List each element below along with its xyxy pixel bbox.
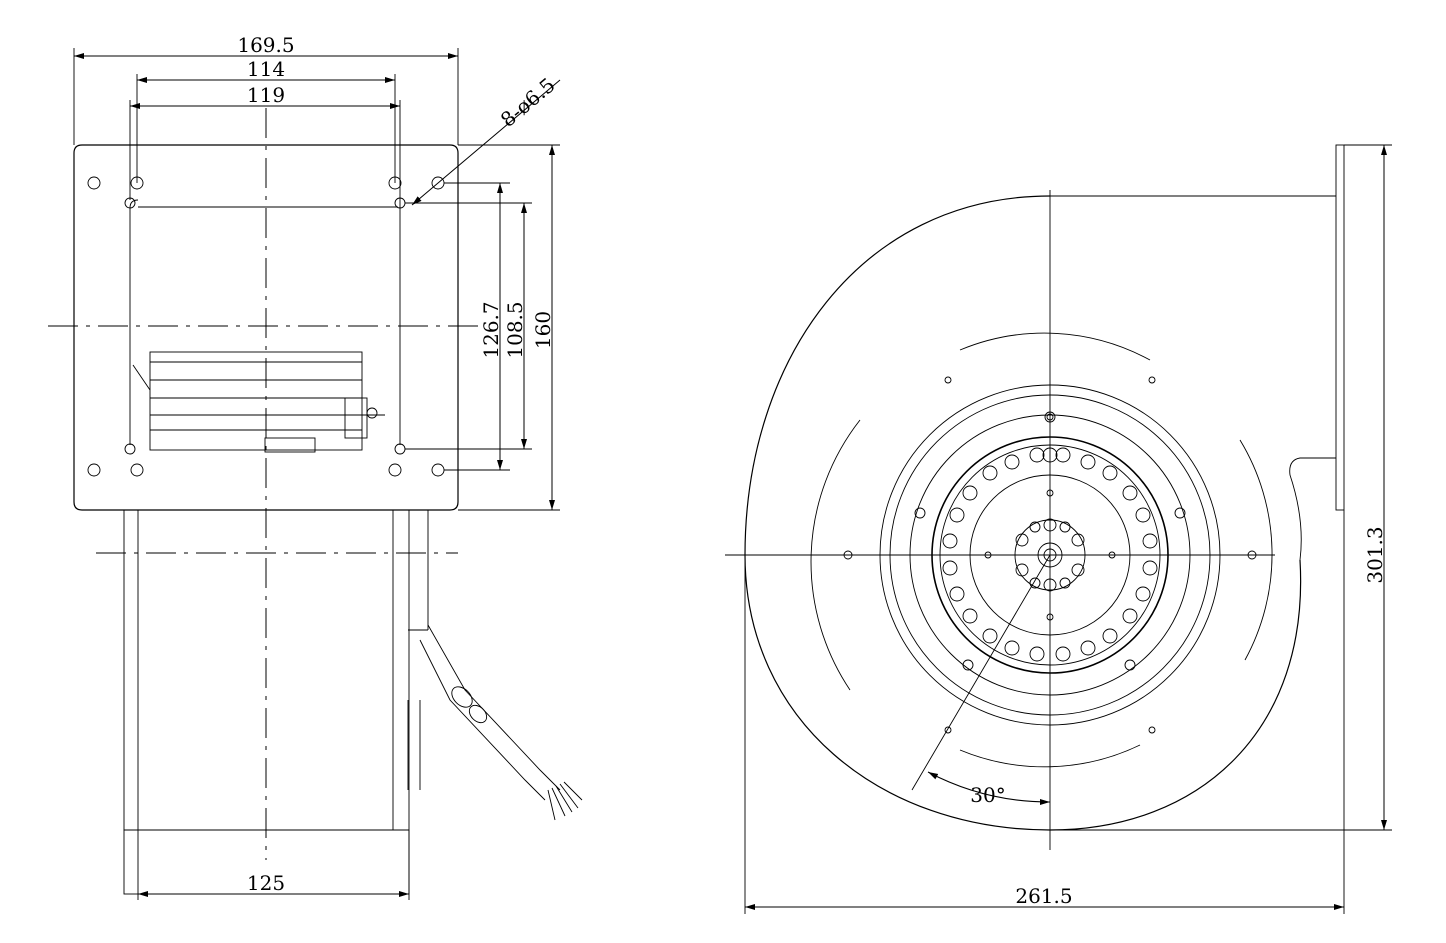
side-view: 169.5 114 119 8-ø6.5 126.7 108.5 160 125 bbox=[48, 33, 583, 900]
dim-114-label: 114 bbox=[247, 57, 285, 81]
outlet-flange bbox=[1050, 144, 1345, 561]
dim-125-label: 125 bbox=[247, 871, 285, 895]
angle-30-label: 30° bbox=[970, 783, 1005, 807]
scroll-housing-side bbox=[123, 509, 429, 895]
outlet-frame bbox=[129, 199, 401, 445]
hole-spec-leader bbox=[411, 79, 561, 206]
hole-spec-label: 8-ø6.5 bbox=[496, 73, 560, 132]
angle-line bbox=[911, 554, 1051, 791]
motor-assembly bbox=[132, 351, 385, 453]
housing-rings bbox=[810, 332, 1273, 768]
dim-126-7-label: 126.7 bbox=[479, 301, 503, 358]
dim-108-5-label: 108.5 bbox=[503, 301, 527, 358]
angle-arc bbox=[927, 771, 1051, 806]
power-cable bbox=[419, 624, 583, 821]
dim-261-5-label: 261.5 bbox=[1015, 884, 1072, 908]
dim-301-3-label: 301.3 bbox=[1363, 526, 1387, 583]
scroll-housing-outline bbox=[744, 195, 1302, 831]
dim-119-label: 119 bbox=[247, 83, 285, 107]
front-view: 30° 301.3 261.5 bbox=[725, 144, 1392, 914]
dim-160-label: 160 bbox=[531, 311, 555, 349]
mounting-plate bbox=[73, 144, 459, 511]
dim-169-5-label: 169.5 bbox=[237, 33, 294, 57]
